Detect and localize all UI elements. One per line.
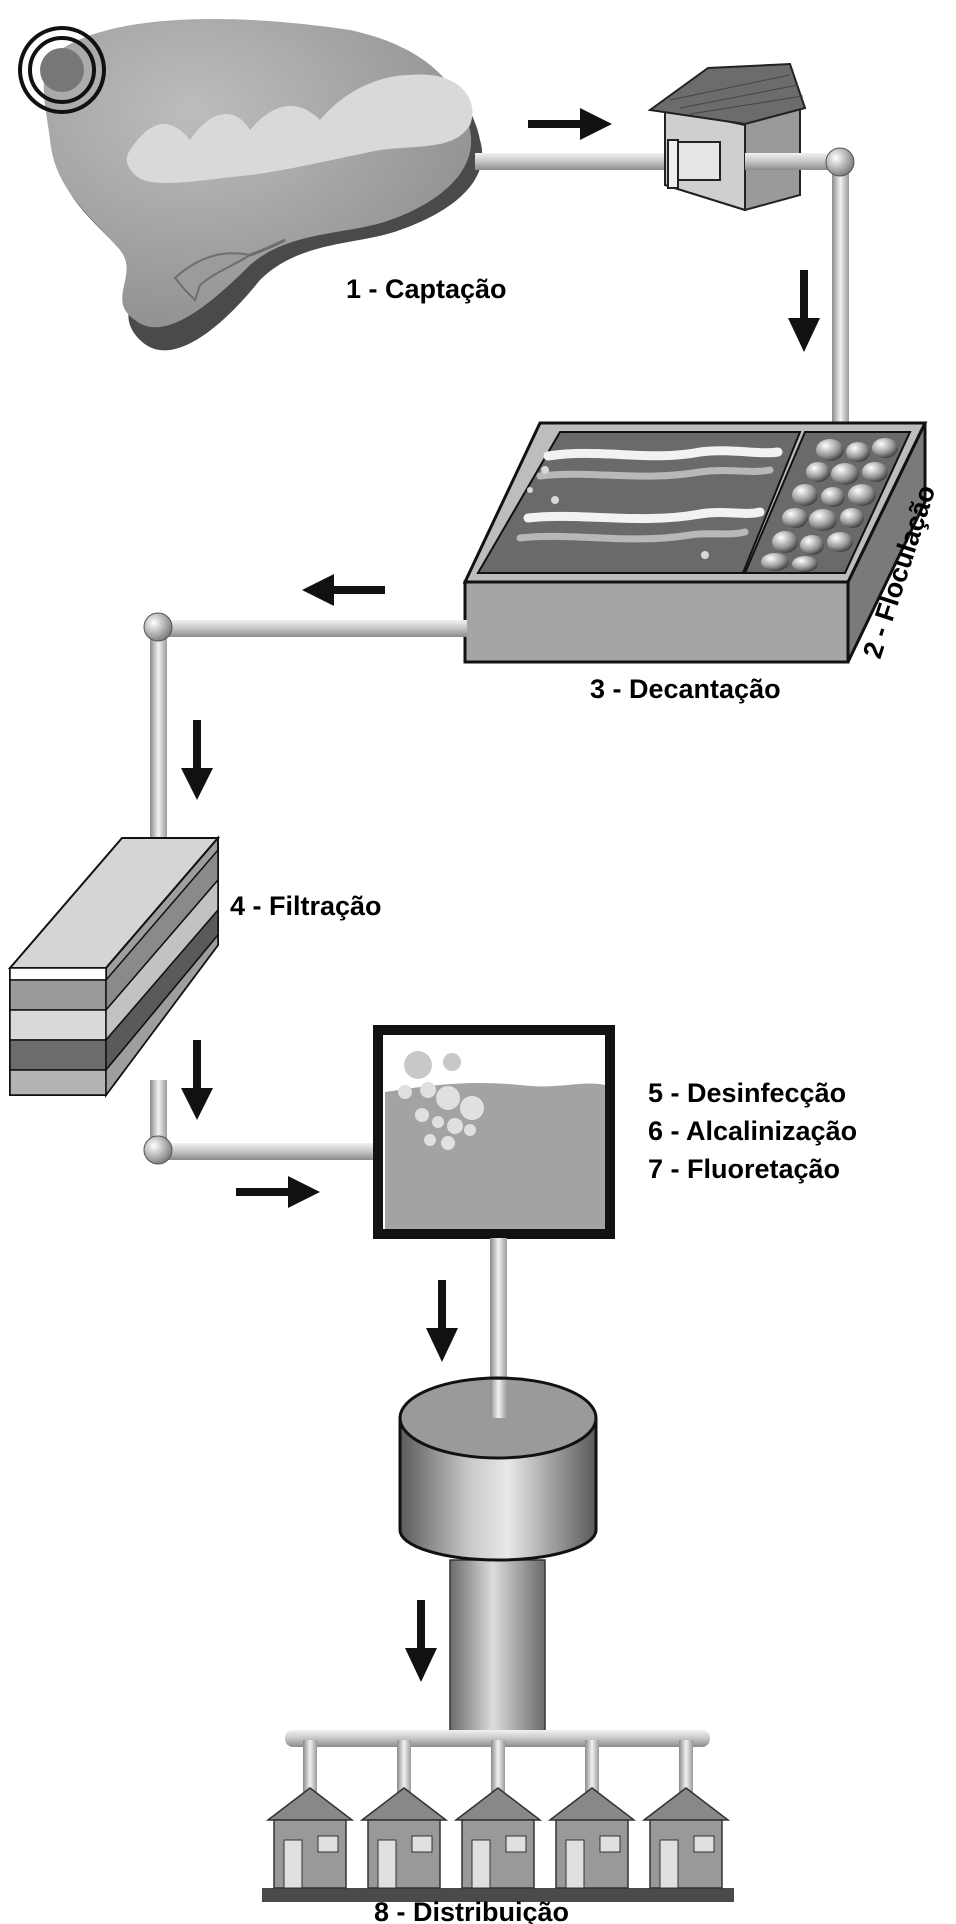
step-4-label: 4 - Filtração: [230, 891, 382, 921]
arrow-down-icon: [426, 1280, 458, 1362]
water-tower: [398, 1376, 598, 1741]
pipe-down-to-tank: [832, 160, 849, 460]
arrow-right-icon: [528, 108, 612, 140]
house: [359, 1740, 449, 1889]
house: [265, 1740, 355, 1889]
ground: [262, 1888, 734, 1902]
flocculation-pebbles: [761, 438, 898, 572]
lake: [43, 18, 483, 351]
arrow-down-icon: [181, 1040, 213, 1120]
house: [453, 1740, 543, 1889]
step-7-label: 7 - Fluoretação: [648, 1154, 840, 1184]
pipe-house-out: [745, 153, 845, 170]
step-1-label: 1 - Captação: [346, 274, 507, 304]
pipe-to-reservoir: [490, 1238, 507, 1413]
sun-icon: [18, 26, 106, 114]
treatment-box: [373, 1025, 615, 1239]
arrow-right-icon: [236, 1176, 320, 1208]
arrow-down-icon: [405, 1600, 437, 1682]
arrow-left-icon: [302, 574, 385, 606]
distribution-pipe: [285, 1730, 710, 1747]
house: [641, 1740, 731, 1889]
houses: [265, 1740, 731, 1889]
pipe-to-treatment: [155, 1143, 377, 1160]
step-3-label: 3 - Decantação: [590, 674, 781, 704]
pipe-joint: [825, 147, 855, 177]
pipe-tank-out: [155, 620, 467, 637]
step-6-label: 6 - Alcalinização: [648, 1116, 857, 1146]
house: [547, 1740, 637, 1889]
step-8-label: 8 - Distribuição: [374, 1897, 569, 1924]
arrow-down-icon: [788, 270, 820, 352]
filter-box: [7, 835, 221, 1099]
pump-house: [647, 62, 807, 212]
pipe-joint: [143, 612, 173, 642]
step-5-label: 5 - Desinfecção: [648, 1078, 846, 1108]
arrow-down-icon: [181, 720, 213, 800]
pipe-down-to-filter: [150, 625, 167, 880]
pipe-intake: [475, 153, 675, 170]
pipe-joint: [143, 1135, 173, 1165]
